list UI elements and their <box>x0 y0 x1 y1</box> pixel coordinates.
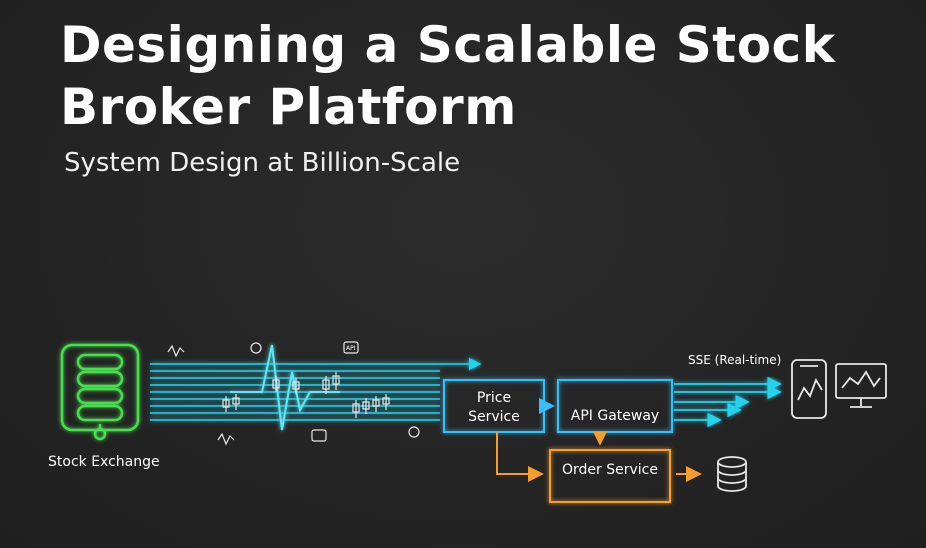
exchange-label: Stock Exchange <box>48 454 160 470</box>
coin-icon <box>250 342 262 354</box>
api-badge-icon <box>343 341 359 354</box>
price-to-order-connector <box>496 432 544 482</box>
pulse-icon <box>167 344 185 358</box>
sse-label: SSE (Real-time) <box>688 353 781 367</box>
price-service-label-2: Service <box>468 409 520 425</box>
price-service-label-1: Price <box>477 390 511 406</box>
monitor-chart-icon <box>835 363 887 408</box>
data-stream <box>150 344 482 431</box>
database-icon <box>717 456 747 492</box>
mini-api-label: API <box>346 345 356 352</box>
page-title: Designing a Scalable Stock Broker Platfo… <box>60 14 835 138</box>
pulse-icon <box>217 432 235 446</box>
phone-chart-icon <box>791 359 827 419</box>
sse-arrows <box>674 376 782 428</box>
server-icon <box>60 343 140 441</box>
api-gateway-box <box>557 379 673 433</box>
title-line-1: Designing a Scalable Stock <box>60 16 836 74</box>
title-line-2: Broker Platform <box>60 78 517 136</box>
mini-icons <box>167 341 420 446</box>
order-service-label: Order Service <box>562 462 658 478</box>
api-gateway-label: API Gateway <box>571 408 659 424</box>
page-subtitle: System Design at Billion-Scale <box>64 148 461 178</box>
chip-icon <box>311 429 327 442</box>
order-service-box <box>549 449 671 503</box>
coin-icon <box>408 426 420 438</box>
candlestick-glyphs <box>222 372 390 418</box>
